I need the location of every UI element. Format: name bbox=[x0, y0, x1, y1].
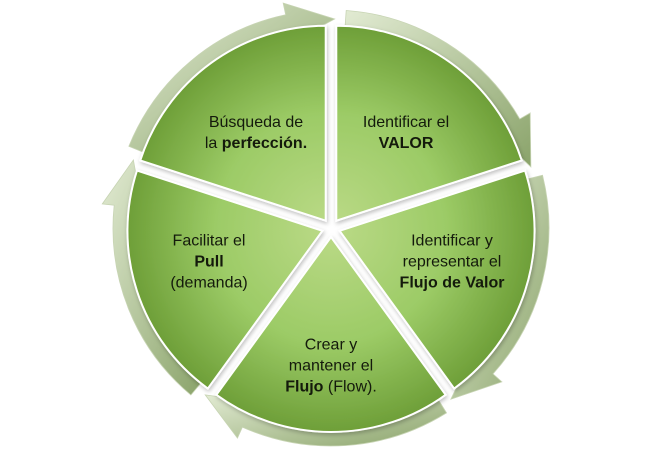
label-text-bold: Flujo de Valor bbox=[399, 274, 505, 292]
label-text: Facilitar el bbox=[172, 232, 246, 250]
label-line: representar el bbox=[400, 252, 505, 273]
label-line: mantener el bbox=[285, 356, 377, 377]
label-text: representar el bbox=[402, 253, 502, 271]
label-line: Flujo (Flow). bbox=[285, 377, 377, 398]
label-line: la perfección. bbox=[205, 133, 307, 154]
segments-layer bbox=[126, 24, 536, 433]
label-line: VALOR bbox=[363, 133, 449, 154]
label-line: Identificar el bbox=[363, 112, 449, 133]
label-line: Pull bbox=[170, 252, 247, 273]
label-text: (demanda) bbox=[170, 274, 248, 292]
label-line: (demanda) bbox=[170, 273, 247, 294]
segment-busqueda-perfeccion bbox=[138, 24, 327, 223]
label-text: Identificar y bbox=[411, 232, 493, 250]
label-text: mantener el bbox=[288, 357, 374, 375]
label-text: la bbox=[204, 135, 222, 152]
label-line: Búsqueda de bbox=[205, 112, 307, 133]
segment-crear-flujo bbox=[214, 235, 448, 433]
label-line: Crear y bbox=[285, 335, 377, 356]
label-line: Facilitar el bbox=[170, 231, 247, 252]
label-text-bold: VALOR bbox=[378, 135, 434, 152]
label-text: Crear y bbox=[304, 336, 358, 354]
label-line: Identificar y bbox=[400, 231, 505, 252]
label-text: Búsqueda de bbox=[208, 114, 304, 131]
label-line: Flujo de Valor bbox=[400, 273, 505, 294]
label-text-bold: perfección. bbox=[221, 135, 308, 152]
label-text: (Flow). bbox=[323, 378, 377, 396]
label-text: Identificar el bbox=[362, 114, 450, 131]
label-text-bold: Flujo bbox=[285, 378, 324, 396]
label-facilitar-pull: Facilitar el Pull (demanda) bbox=[170, 231, 247, 294]
label-identificar-valor: Identificar el VALOR bbox=[363, 112, 449, 154]
label-crear-flujo: Crear y mantener el Flujo (Flow). bbox=[285, 335, 377, 398]
label-flujo-de-valor: Identificar y representar el Flujo de Va… bbox=[400, 231, 505, 294]
segment-facilitar-pull bbox=[126, 169, 325, 390]
label-text-bold: Pull bbox=[194, 253, 224, 271]
label-busqueda-perfeccion: Búsqueda de la perfección. bbox=[205, 112, 307, 154]
segment-identificar-valor bbox=[335, 24, 524, 223]
segment-flujo-de-valor bbox=[337, 169, 536, 390]
